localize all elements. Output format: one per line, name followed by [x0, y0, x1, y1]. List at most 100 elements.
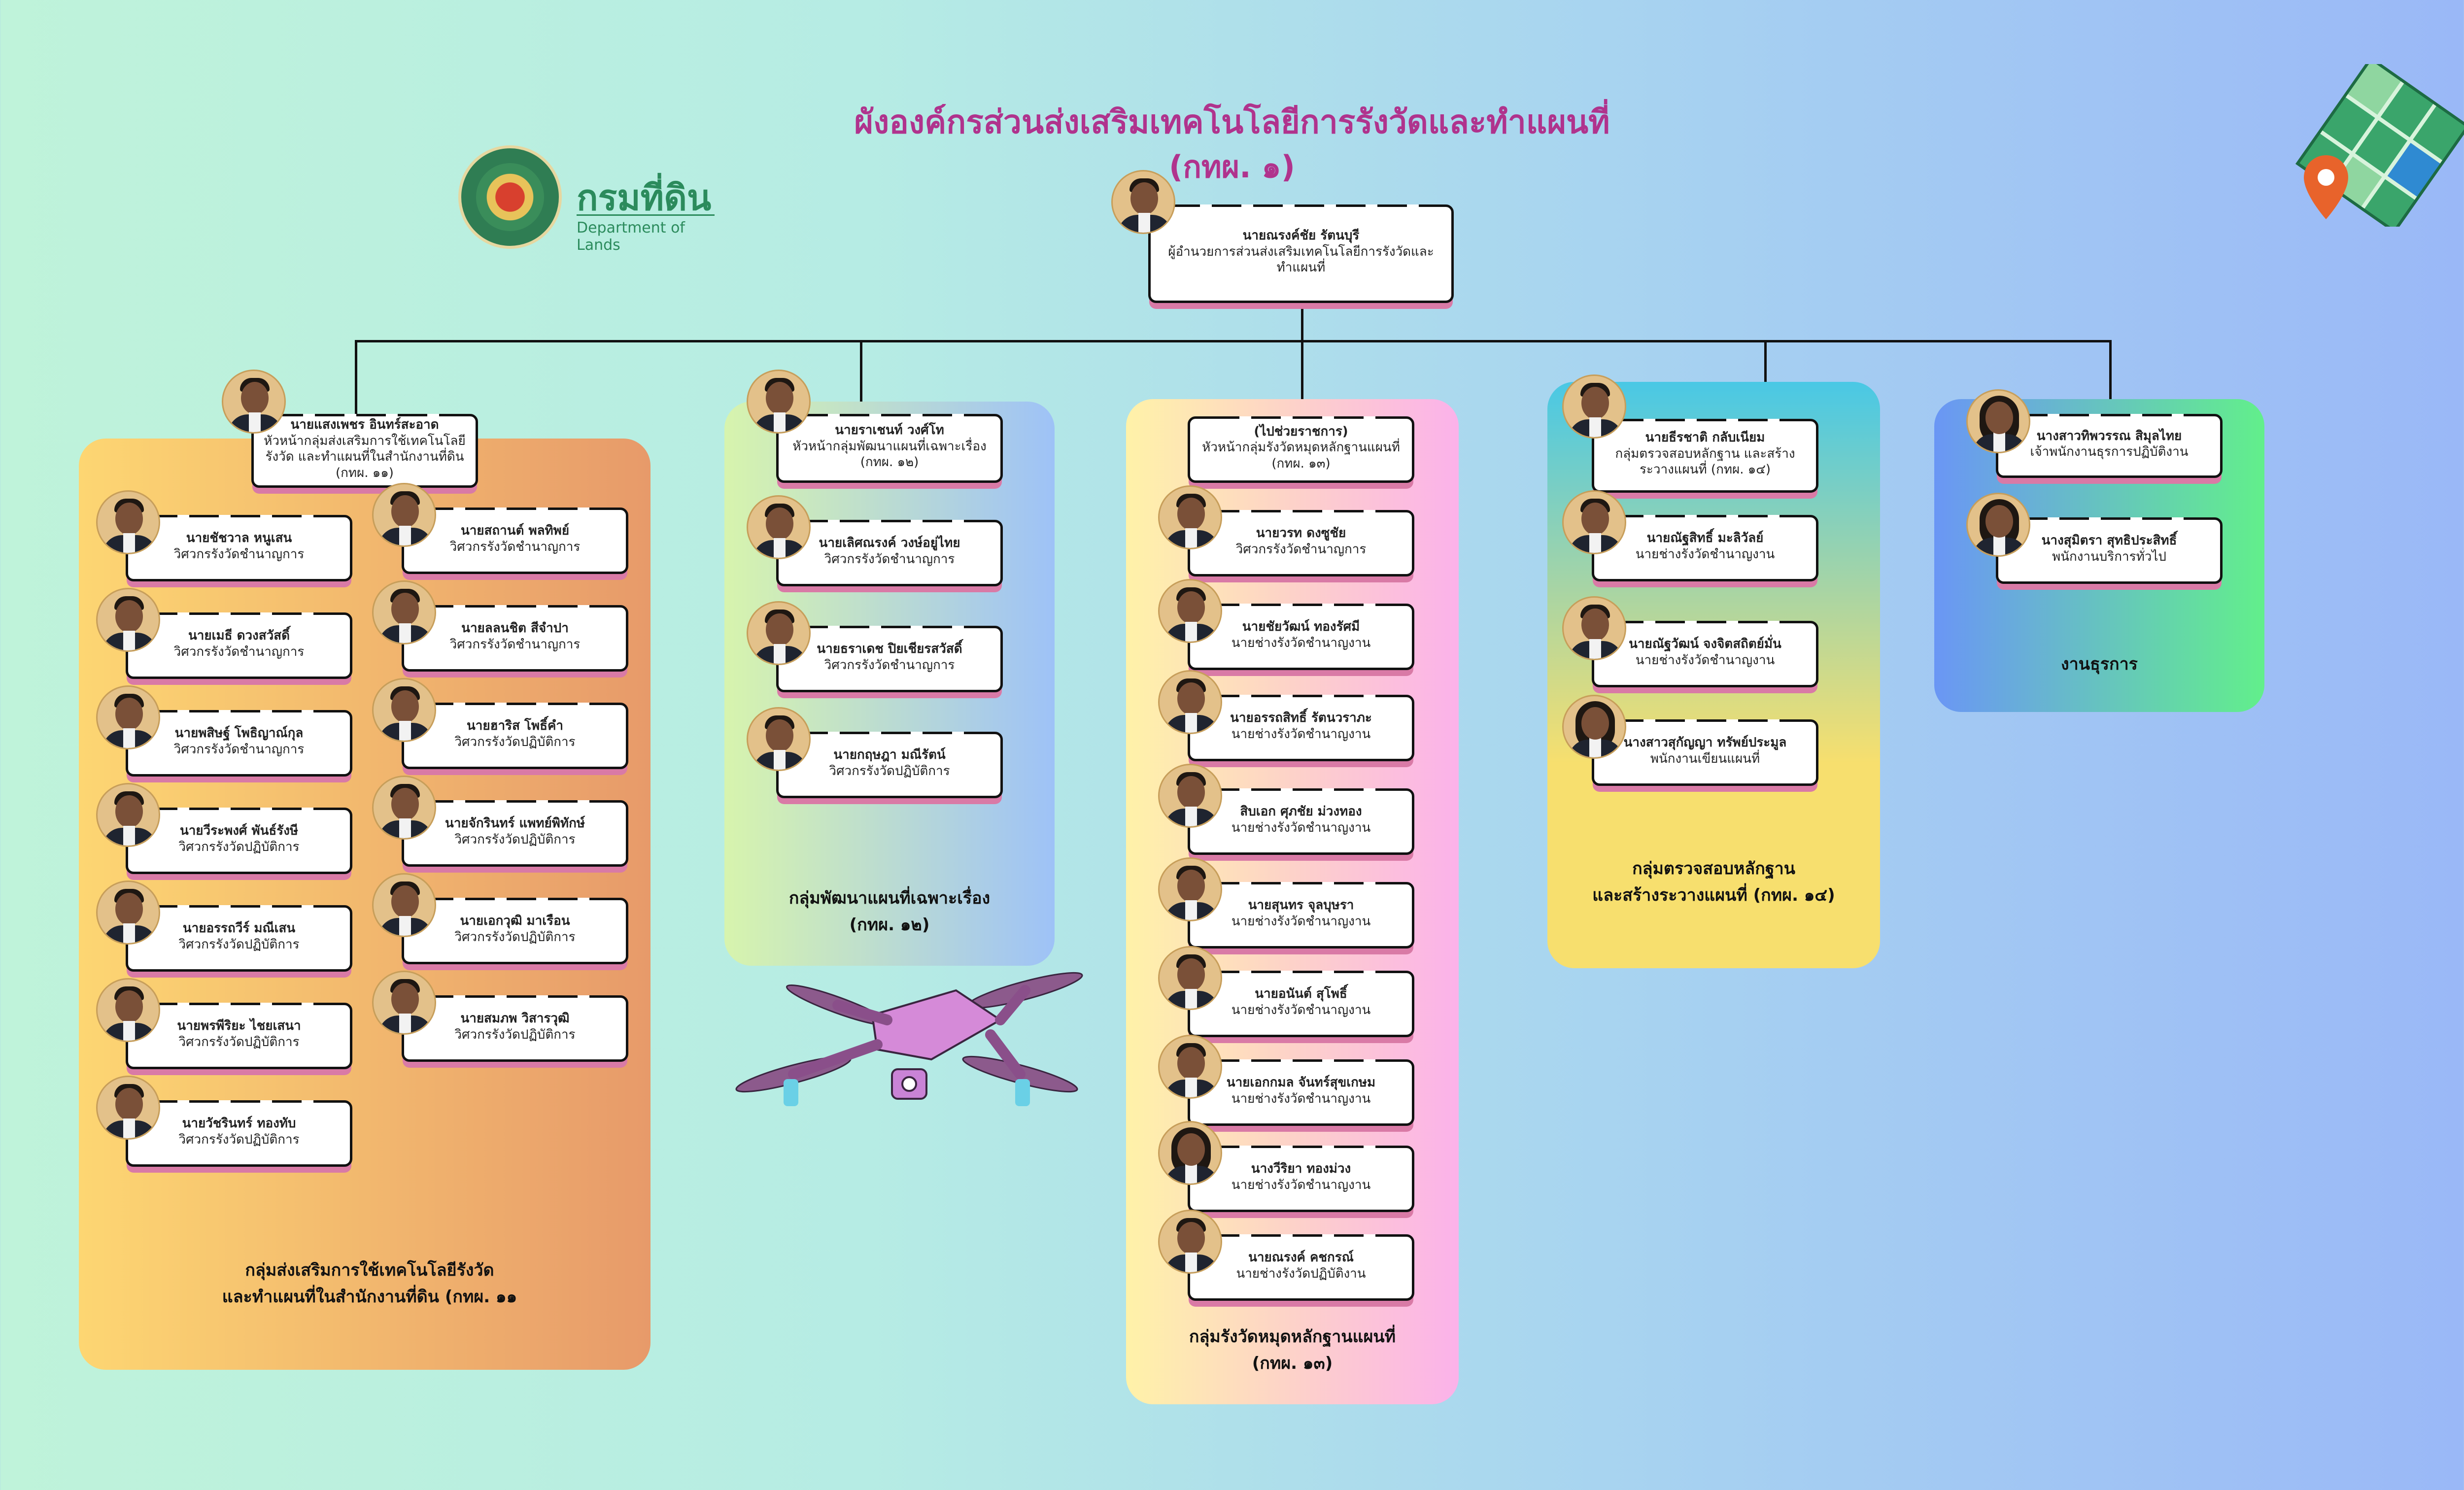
person-role: วิศวกรรังวัดชำนาญการ — [173, 644, 305, 659]
person-role: นายช่างรังวัดชำนาญงาน — [1231, 914, 1371, 929]
person-name: นายวรท ดงซูชัย — [1256, 526, 1346, 541]
person-photo — [1111, 170, 1175, 234]
person-photo — [1562, 490, 1626, 554]
person-photo — [1966, 389, 2030, 453]
person-photo — [372, 971, 436, 1035]
person-name: นายอรรถวีร์ มณีเสน — [182, 921, 296, 936]
person-card: นายเอกวุฒิ มาเรือนวิศวกรรังวัดปฏิบัติการ — [402, 898, 628, 964]
person-photo — [96, 1076, 160, 1140]
person-photo — [1158, 1035, 1222, 1099]
person-card: นายณัฐสิทธิ์ มะลิวัลย์นายช่างรังวัดชำนาญ… — [1592, 515, 1818, 581]
person-role: วิศวกรรังวัดปฏิบัติการ — [178, 839, 300, 854]
group-13-label-line2: (กทผ. ๑๓) — [1252, 1354, 1333, 1373]
person-photo — [1158, 946, 1222, 1010]
person-role: นายช่างรังวัดชำนาญงาน — [1231, 1091, 1371, 1106]
person-photo — [372, 873, 436, 937]
person-name: นายจักรินทร์ แพทย์พิทักษ์ — [445, 816, 585, 831]
person-name: นายชัชวาล หนูเสน — [186, 531, 292, 545]
head-name: นายราเชนท์ วงศ์โท — [835, 423, 944, 438]
person-photo — [1158, 1210, 1222, 1274]
person-card: นายจักรินทร์ แพทย์พิทักษ์วิศวกรรังวัดปฏิ… — [402, 800, 628, 867]
person-role: วิศวกรรังวัดปฏิบัติการ — [178, 937, 300, 952]
person-name: นายสถานต์ พลทิพย์ — [460, 523, 570, 538]
person-card: นายชัยวัฒน์ ทองรัศมีนายช่างรังวัดชำนาญงา… — [1188, 604, 1414, 670]
person-role: นายช่างรังวัดชำนาญงาน — [1635, 546, 1775, 562]
person-name: สิบเอก ศุภชัย ม่วงทอง — [1240, 804, 1362, 819]
person-photo — [372, 678, 436, 742]
person-card: นายฮาริส โพธิ์คำวิศวกรรังวัดปฏิบัติการ — [402, 703, 628, 769]
person-card: นางสาวสุกัญญา ทรัพย์ประมูลพนักงานเขียนแผ… — [1592, 719, 1818, 786]
seal-icon — [458, 145, 562, 249]
person-card: นายสุนทร จุลบุษรานายช่างรังวัดชำนาญงาน — [1188, 882, 1414, 948]
person-photo — [747, 370, 811, 434]
person-photo — [1562, 695, 1626, 759]
person-photo — [372, 483, 436, 547]
person-name: นายวีระพงศ์ พันธ์รังษี — [179, 823, 299, 838]
person-name: นายเมธี ดวงสวัสดิ์ — [188, 628, 290, 643]
person-photo — [96, 880, 160, 945]
person-name: นางสาวทิพวรรณ สิมุลไทย — [2036, 428, 2182, 443]
person-card: นายเมธี ดวงสวัสดิ์วิศวกรรังวัดชำนาญการ — [126, 612, 352, 679]
person-role: นายช่างรังวัดชำนาญงาน — [1635, 652, 1775, 668]
person-role: วิศวกรรังวัดปฏิบัติการ — [454, 734, 576, 749]
director-role: ผู้อำนวยการส่วนส่งเสริมเทคโนโลยีการรังวั… — [1168, 244, 1434, 275]
person-role: นายช่างรังวัดชำนาญงาน — [1231, 635, 1371, 650]
head-role: หัวหน้ากลุ่มส่งเสริมการใช้เทคโนโลยีรังวั… — [264, 433, 466, 480]
person-name: นายอรรถสิทธิ์ รัตนวราภะ — [1230, 711, 1372, 725]
person-photo — [96, 490, 160, 554]
person-card: นางวีริยา ทองม่วงนายช่างรังวัดชำนาญงาน — [1188, 1146, 1414, 1212]
director-name: นายณรงค์ชัย รัตนบุรี — [1242, 228, 1360, 243]
person-role: วิศวกรรังวัดปฏิบัติการ — [454, 1027, 576, 1042]
person-role: วิศวกรรังวัดชำนาญการ — [824, 551, 955, 567]
person-role: พนักงานเขียนแผนที่ — [1650, 751, 1760, 766]
person-role: วิศวกรรังวัดปฏิบัติการ — [178, 1132, 300, 1147]
person-photo — [1158, 579, 1222, 643]
person-name: นายฮาริส โพธิ์คำ — [467, 718, 563, 733]
group-head-card: นายราเชนท์ วงศ์โทหัวหน้ากลุ่มพัฒนาแผนที่… — [776, 414, 1003, 483]
person-role: นายช่างรังวัดปฏิบัติงาน — [1236, 1266, 1366, 1281]
logo-english-text: Department of Lands — [577, 219, 685, 254]
group-head-card: นายธีรชาติ กลับเนียมกลุ่มตรวจสอบหลักฐาน … — [1592, 419, 1818, 493]
group-11-label: กลุ่มส่งเสริมการใช้เทคโนโลยีรังวัด และทำ… — [99, 1256, 641, 1310]
person-name: นางสาวสุกัญญา ทรัพย์ประมูล — [1623, 735, 1787, 750]
department-logo: กรมที่ดิน Department of Lands — [458, 145, 715, 254]
person-role: นายช่างรังวัดชำนาญงาน — [1231, 1002, 1371, 1017]
person-photo — [1158, 485, 1222, 549]
group-12-label-line2: (กทผ. ๑๒) — [849, 915, 930, 935]
person-role: วิศวกรรังวัดปฏิบัติการ — [454, 832, 576, 847]
person-name: นายณัฐสิทธิ์ มะลิวัลย์ — [1646, 531, 1764, 545]
chart-title: ผังองค์กรส่วนส่งเสริมเทคโนโลยีการรังวัดแ… — [854, 103, 1610, 141]
person-name: นางสุมิตรา สุทธิประสิทธิ์ — [2041, 533, 2177, 548]
logo-thai-text: กรมที่ดิน — [577, 177, 712, 218]
person-card: นายพรพีริยะ ไชยเสนาวิศวกรรังวัดปฏิบัติกา… — [126, 1003, 352, 1069]
person-card: สิบเอก ศุภชัย ม่วงทองนายช่างรังวัดชำนาญง… — [1188, 788, 1414, 855]
head-name: นายแสงเพชร อินทร์สะอาด — [290, 417, 439, 432]
group-head-card: นายแสงเพชร อินทร์สะอาดหัวหน้ากลุ่มส่งเสร… — [251, 414, 478, 488]
person-photo — [1158, 857, 1222, 921]
person-card: นายกฤษฎา มณีรัตน์วิศวกรรังวัดปฏิบัติการ — [776, 732, 1003, 798]
person-photo — [747, 495, 811, 559]
person-photo — [96, 783, 160, 847]
head-role: หัวหน้ากลุ่มรังวัดหมุดหลักฐานแผนที่ (กทผ… — [1202, 440, 1400, 471]
person-name: นายสุนทร จุลบุษรา — [1248, 898, 1354, 913]
person-role: วิศวกรรังวัดชำนาญการ — [1235, 542, 1367, 557]
person-name: นายพรพีริยะ ไชยเสนา — [177, 1018, 301, 1033]
group-14-label-line1: กลุ่มตรวจสอบหลักฐาน — [1632, 859, 1795, 879]
person-role: วิศวกรรังวัดปฏิบัติการ — [829, 763, 950, 779]
person-photo — [96, 588, 160, 652]
person-name: นายเอกวุฒิ มาเรือน — [460, 914, 570, 928]
group-13-label: กลุ่มรังวัดหมุดหลักฐานแผนที่ (กทผ. ๑๓) — [1133, 1323, 1451, 1376]
person-card: นายลลนชิต สีจำปาวิศวกรรังวัดชำนาญการ — [402, 605, 628, 672]
head-name: นายธีรชาติ กลับเนียม — [1645, 430, 1765, 445]
person-role: วิศวกรรังวัดชำนาญการ — [824, 657, 955, 673]
person-photo — [1158, 764, 1222, 828]
group-14-label-line2: และสร้างระวางแผนที่ (กทผ. ๑๔) — [1592, 885, 1835, 905]
person-card: นายอนันต์ สุโพธิ์นายช่างรังวัดชำนาญงาน — [1188, 971, 1414, 1037]
person-role: วิศวกรรังวัดชำนาญการ — [449, 539, 581, 554]
person-name: นายชัยวัฒน์ ทองรัศมี — [1242, 619, 1360, 634]
person-photo — [1562, 374, 1626, 439]
person-role: นายช่างรังวัดชำนาญงาน — [1231, 726, 1371, 742]
person-photo — [1158, 670, 1222, 734]
person-card: นายธราเดช ปิยเชียรสวัสดิ์วิศวกรรังวัดชำน… — [776, 626, 1003, 692]
person-card: นางสุมิตรา สุทธิประสิทธิ์พนักงานบริการทั… — [1996, 517, 2223, 584]
